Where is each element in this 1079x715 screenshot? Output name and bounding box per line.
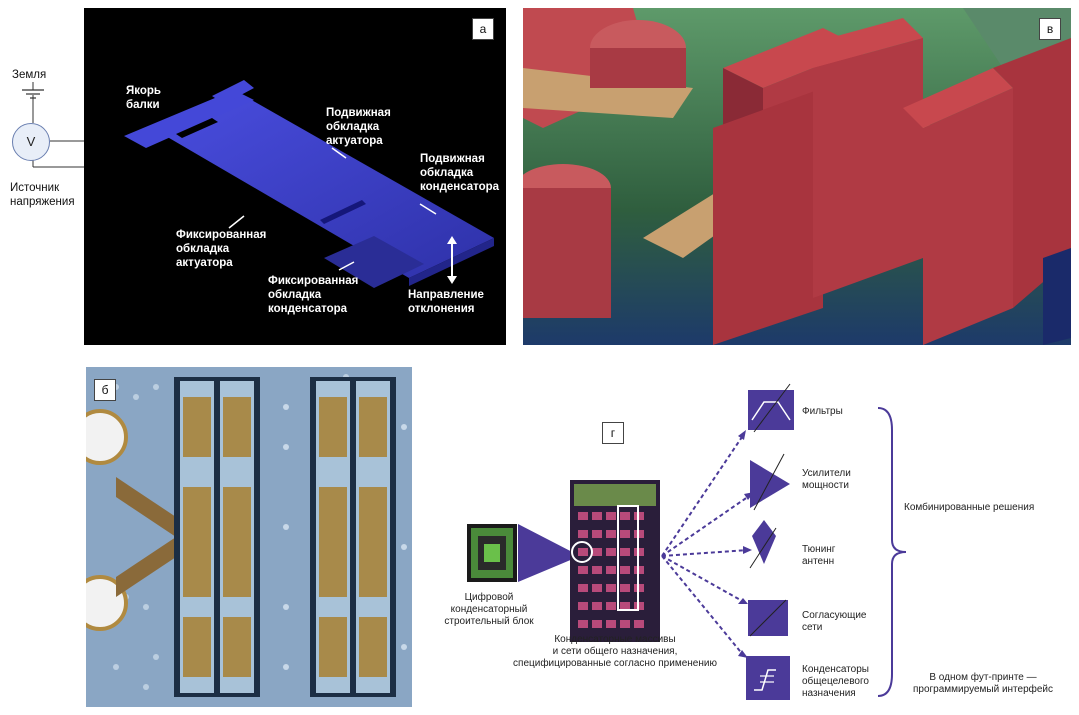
amplifiers-label: Усилители мощности (802, 468, 851, 491)
combined-label: Комбинированные решения (904, 502, 1035, 513)
badge-b: б (94, 379, 116, 401)
arrays-label: Конденсаторные массивы и сети общего наз… (513, 634, 717, 669)
footprint-label: В одном фут-принте — программируемый инт… (912, 672, 1054, 695)
source-label: Источник напряжения (10, 182, 75, 208)
matching-label: Согласующие сети (802, 610, 867, 633)
ground-label: Земля (12, 69, 47, 81)
fixed-capacitor-label: Фиксированная обкладка конденсатора (268, 275, 359, 315)
capacitors-label: Конденсаторы общецелевого назначения (802, 664, 869, 699)
voltmeter-circle: V (12, 123, 50, 161)
panel-v: в (523, 8, 1071, 345)
ground-symbol (22, 82, 44, 99)
tuning-label: Тюнинг антенн (802, 544, 836, 567)
filters-label: Фильтры (802, 406, 843, 417)
panel-b: б (86, 367, 412, 707)
mems-beam-diagram (124, 80, 494, 288)
beam-anchor-label: Якорь балки (126, 85, 161, 111)
badge-a: а (472, 18, 494, 40)
mems-3d-render (523, 8, 1071, 345)
deflection-label: Направление отклонения (408, 289, 484, 315)
panel-g: г Цифровой конденсаторный строительный б… (430, 360, 1075, 710)
movable-actuator-label: Подвижная обкладка актуатора (326, 107, 391, 147)
fixed-actuator-label: Фиксированная обкладка актуатора (176, 229, 267, 269)
application-flow-diagram (467, 383, 907, 700)
digital-block-label: Цифровой конденсаторный строительный бло… (444, 592, 534, 627)
chip-photo (86, 367, 412, 707)
panel-a: а Якорь балки Подвижная обкладка актуато… (84, 8, 506, 345)
badge-g: г (602, 422, 624, 444)
movable-capacitor-label: Подвижная обкладка конденсатора (420, 153, 500, 193)
badge-v: в (1039, 18, 1061, 40)
